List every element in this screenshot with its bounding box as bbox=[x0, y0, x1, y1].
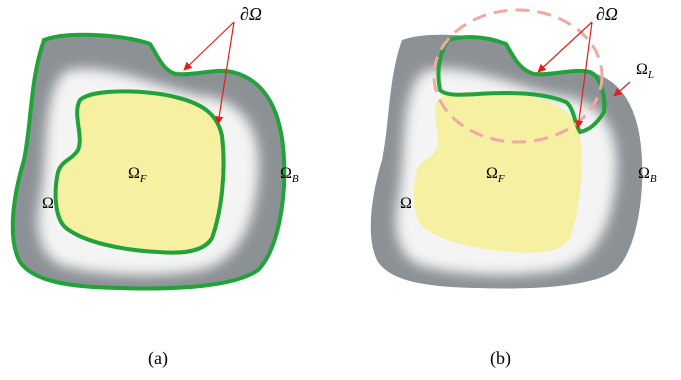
omega-f-label-b: ΩF bbox=[486, 165, 505, 185]
omega-l-label-b: ΩL bbox=[636, 61, 654, 81]
boundary-arrow-inner-b bbox=[574, 21, 593, 129]
boundary-arrow-inner-a bbox=[215, 21, 235, 125]
local-boundary-curve-b bbox=[436, 35, 607, 135]
inner-region-b bbox=[413, 91, 582, 253]
caption-b: (b) bbox=[490, 348, 511, 369]
boundary-label-b: ∂Ω bbox=[596, 4, 618, 24]
boundary-arrow-outer-b bbox=[537, 21, 593, 73]
omega-b-label-a: ΩB bbox=[280, 165, 299, 185]
inner-region-a bbox=[55, 91, 224, 253]
omega-label-a: Ω bbox=[42, 195, 54, 212]
boundary-arrow-outer-a bbox=[183, 21, 235, 71]
local-region-arrow-b bbox=[613, 81, 631, 97]
boundary-label-a: ∂Ω bbox=[240, 4, 262, 24]
caption-a: (a) bbox=[148, 348, 168, 369]
local-region-circle-b bbox=[432, 8, 604, 144]
inner-boundary-curve-a bbox=[53, 89, 226, 255]
outer-boundary-curve-a bbox=[10, 32, 287, 291]
panel-b: ∂Ω ΩL Ω ΩF ΩB (b) bbox=[370, 4, 657, 369]
panel-a: ∂Ω Ω ΩF ΩB (a) bbox=[10, 4, 299, 369]
omega-b-label-b: ΩB bbox=[638, 165, 657, 185]
omega-label-b: Ω bbox=[400, 195, 412, 212]
omega-f-label-a: ΩF bbox=[128, 165, 147, 185]
